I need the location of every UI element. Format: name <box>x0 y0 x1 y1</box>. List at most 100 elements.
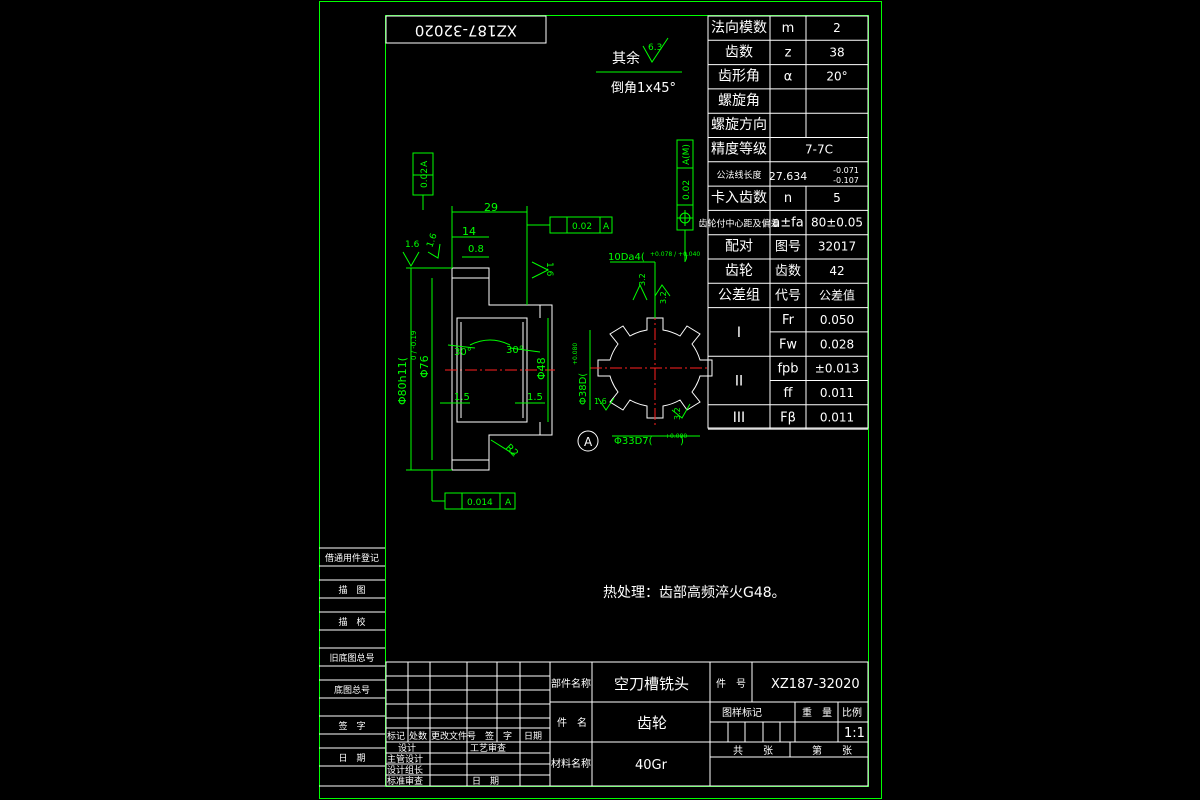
tb-material-label: 材料名称 <box>551 757 591 770</box>
dim-r2: R2 <box>503 442 520 459</box>
tb-scale: 1:1 <box>844 726 865 741</box>
rev-h-mark: 标记 <box>387 730 405 742</box>
drawing-number-rotated: XZ187-32020 <box>415 22 517 40</box>
tol-group-0: I <box>737 325 741 341</box>
tol-value-1-1: 0.011 <box>820 386 854 400</box>
position-value: 0.02 <box>682 180 692 200</box>
param-val-hi-6: -0.071 <box>833 166 859 175</box>
dim-spline-10d: 10Da4( <box>608 252 645 263</box>
side-label-1: 描 图 <box>338 584 365 596</box>
dim-38d-tol: +0.080 <box>572 343 579 365</box>
runout-top-ref: A <box>420 160 430 167</box>
side-label-4: 底图总号 <box>334 684 370 696</box>
tooth-bottom <box>451 459 490 471</box>
tb-scale-label: 比例 <box>842 706 862 719</box>
rough-1-6-d: 1.6 <box>594 397 607 406</box>
dim-14: 14 <box>462 225 476 238</box>
tb-stage-label: 图样标记 <box>722 706 762 719</box>
tol-value-1-0: ±0.013 <box>815 362 859 376</box>
tol-code-0-1: Fw <box>779 337 797 352</box>
runout-bottom-ref: A <box>505 498 512 508</box>
tb-material: 40Gr <box>635 758 668 773</box>
param-val-0: 2 <box>833 21 841 35</box>
datum-a-label: A <box>584 435 593 449</box>
tb-sheet-no: 第 张 <box>812 744 852 757</box>
tol-code-1-0: fpb <box>777 362 798 377</box>
side-label-0: 借通用件登记 <box>325 552 379 564</box>
runout-bottom-value: 0.014 <box>467 498 493 508</box>
param-sym-10: 齿数 <box>775 264 801 279</box>
drawing-number-box <box>385 15 547 44</box>
rough-1-6-b: 1.6 <box>425 232 439 249</box>
side-label-5: 签 字 <box>338 720 365 732</box>
svg-text:): ) <box>680 436 684 447</box>
roughness-note-value: 6.3 <box>648 43 662 53</box>
dim-1-5-left: 1.5 <box>454 392 470 403</box>
dim-80h11: Φ80h11( <box>396 357 409 405</box>
rough-1-6-a: 1.6 <box>405 240 420 250</box>
roughness-note-label: 其余 <box>612 50 640 67</box>
roughness-symbol <box>642 37 669 63</box>
tb-part-label: 部件名称 <box>551 677 591 690</box>
param-sym-6: 27.634 <box>769 170 808 183</box>
param-sym-7: n <box>784 191 792 206</box>
param-val-8: 80±0.05 <box>811 215 863 229</box>
param-val-9: 32017 <box>818 240 856 254</box>
param-sym-1: z <box>785 45 792 60</box>
runout-mid-value: 0.02 <box>572 222 592 232</box>
rev-h-file: 更改文件号 <box>431 730 476 742</box>
param-sym-2: α <box>784 70 793 85</box>
side-label-6: 日 期 <box>338 753 365 764</box>
param-val-2: 20° <box>826 70 847 84</box>
tb-std: 标准审查 <box>387 775 423 787</box>
tb-piece-no: XZ187-32020 <box>771 677 860 692</box>
param-name-9: 配对 <box>725 239 753 255</box>
param-val-11: 公差值 <box>819 287 855 302</box>
dim-spline-10d-tol: +0.078 / +0.040 <box>650 251 700 258</box>
tb-sheets-total: 共 张 <box>733 745 773 757</box>
runout-top-value: 0.02 <box>420 168 430 188</box>
tb-lead: 设计组长 <box>387 764 423 776</box>
param-val-7: 5 <box>833 191 841 205</box>
angle-30-left: 30° <box>454 347 472 358</box>
dim-48: Φ48 <box>535 357 548 380</box>
title-block: 标记 处数 更改文件号 签 字 日期 设计 工艺审查 主管设计 设计组长 标准审… <box>385 661 869 787</box>
dim-38d: Φ38D( <box>578 373 589 405</box>
dim-0-8: 0.8 <box>468 244 484 255</box>
tb-piece-label: 件 号 <box>716 678 746 690</box>
tol-code-0-0: Fr <box>782 313 795 328</box>
tooth-top <box>451 267 490 279</box>
tb-item-label: 件 名 <box>557 716 587 729</box>
section-view: 29 14 0.8 Φ80h11( 0 / -0.19 Φ76 Φ48 30° … <box>396 152 613 510</box>
rev-h-count: 处数 <box>409 730 427 742</box>
tol-value-0-0: 0.050 <box>820 313 854 327</box>
rev-h-date: 日期 <box>524 731 542 742</box>
datum-a-circle <box>577 430 599 452</box>
tb-part-name: 空刀槽铣头 <box>614 675 689 693</box>
param-sym-9: 图号 <box>775 240 801 255</box>
spline-view: 10Da4( +0.078 / +0.040 ) 3.2 3.2 Φ38D( +… <box>572 139 713 452</box>
tol-group-2: III <box>733 410 745 426</box>
param-val-1: 38 <box>829 45 844 59</box>
param-name-0: 法向模数 <box>711 20 767 36</box>
tol-value-0-1: 0.028 <box>820 337 854 351</box>
param-sym-8: a±fa <box>772 215 803 230</box>
param-name-3: 螺旋角 <box>718 93 760 109</box>
param-name-4: 螺旋方向 <box>711 117 767 133</box>
rough-1-6-c: 1.6 <box>544 262 554 277</box>
dim-76: Φ76 <box>418 355 431 378</box>
param-name-5: 精度等级 <box>711 141 767 158</box>
tb-weight-label: 重 量 <box>802 706 832 719</box>
spline-profile <box>597 317 713 419</box>
param-val-lo-6: -0.107 <box>833 176 859 185</box>
param-name-1: 齿数 <box>725 44 753 60</box>
param-name-6: 公法线长度 <box>716 169 761 181</box>
param-name-7: 卡入齿数 <box>711 190 767 206</box>
side-label-3: 旧底图总号 <box>329 652 374 664</box>
param-sym-5: 7-7C <box>805 143 833 157</box>
rough-3-2-b: 3.2 <box>659 291 668 304</box>
tb-date: 日 期 <box>472 776 499 787</box>
heat-treatment-note: 热处理：齿部高频淬火G48。 <box>603 584 786 601</box>
